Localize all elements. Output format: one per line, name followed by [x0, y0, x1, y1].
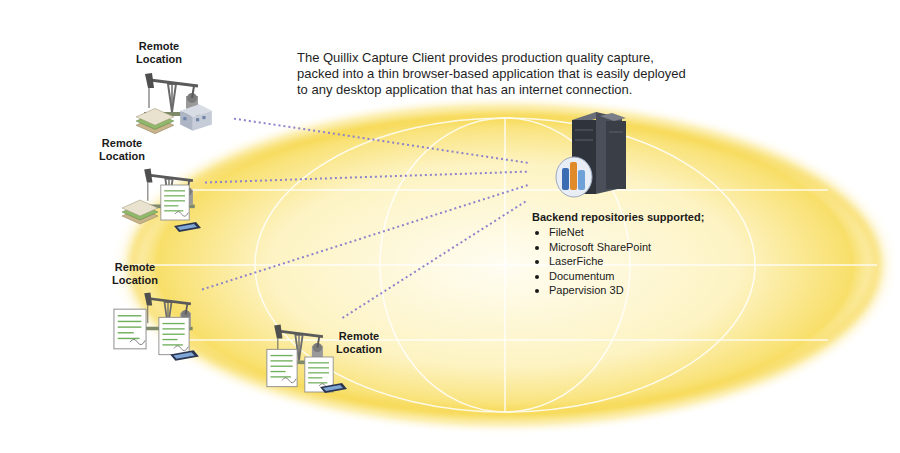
server-icon	[556, 112, 626, 197]
dotted-link	[342, 200, 528, 318]
bullet	[535, 275, 539, 279]
dotted-link	[205, 172, 528, 183]
description-note: The Quillix Capture Client provides prod…	[297, 50, 697, 98]
location-label: Remote Location	[132, 40, 186, 66]
bullet	[535, 289, 539, 293]
repository-name: Microsoft SharePoint	[549, 241, 651, 253]
list-item: LaserFiche	[532, 254, 704, 269]
list-item: Documentum	[532, 269, 704, 284]
repository-name: Documentum	[549, 270, 614, 282]
remote-location: Remote Location	[262, 318, 390, 398]
list-item: Papervision 3D	[532, 283, 704, 298]
remote-location: Remote Location	[93, 134, 205, 234]
bullet	[535, 260, 539, 264]
location-label: Remote Location	[108, 261, 162, 287]
repository-name: Backend repositories supported;	[532, 211, 704, 223]
server-node: Backend repositories supported; FileNetMi…	[528, 110, 708, 302]
list-item: FileNet	[532, 225, 704, 240]
repository-name: LaserFiche	[549, 255, 603, 267]
repository-list: Backend repositories supported; FileNetMi…	[532, 210, 704, 298]
remote-location: Remote Location	[104, 258, 202, 364]
list-heading: Backend repositories supported;	[532, 210, 704, 224]
list-item: Microsoft SharePoint	[532, 240, 704, 255]
bullet	[535, 246, 539, 250]
repository-name: Papervision 3D	[549, 284, 624, 296]
dotted-link	[202, 185, 528, 289]
remote-location: Remote Location	[128, 38, 234, 138]
bullet	[535, 231, 539, 235]
location-label: Remote Location	[95, 137, 149, 163]
dotted-link	[234, 119, 528, 163]
location-label: Remote Location	[332, 330, 386, 356]
repository-name: FileNet	[549, 226, 584, 238]
